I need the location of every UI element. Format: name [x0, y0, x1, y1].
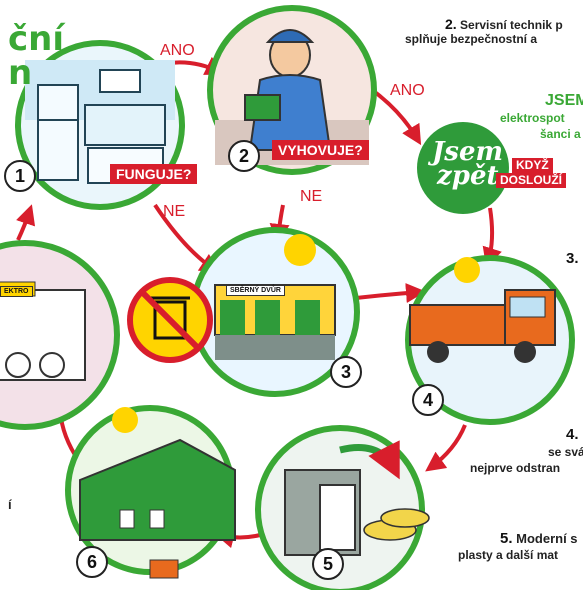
step-5-line1: 5. Moderní s — [500, 530, 578, 547]
step-4-line1: se svá — [548, 445, 583, 459]
arrow-2-to-jsemzpet — [370, 88, 422, 146]
no-dustbin-icon — [127, 277, 213, 363]
step-number-1: 1 — [4, 160, 36, 192]
sberny-dvur-sign: SBĚRNÝ DVŮR — [226, 285, 285, 296]
step-5-line2: plasty a další mat — [458, 548, 559, 562]
dosluzi-flag: DOSLOUŽÍ — [496, 173, 566, 188]
page-title-line2: n — [8, 53, 33, 93]
page-title-line1: ční — [8, 19, 65, 59]
jsem-badge-word1: Jsem — [432, 137, 503, 167]
arrow-left-to-1 — [16, 204, 36, 241]
step-5-line1-text: Moderní s — [516, 531, 578, 546]
electro-shop-circle — [0, 240, 120, 430]
step-4-number-text: 4. — [566, 426, 579, 443]
jsem-badge-word2: zpět — [437, 161, 499, 191]
ne-label-1: NE — [163, 203, 186, 220]
arrow-jsemzpet-to-4 — [482, 207, 502, 268]
step-5-recycling-plant-circle — [255, 425, 430, 590]
step-2-line2: splňuje bezpečnostní a — [405, 32, 538, 46]
arrow-4-to-5 — [425, 424, 467, 472]
funguje-label: FUNGUJE? — [110, 164, 198, 184]
step-2-description: 2. Servisní technik p — [445, 16, 563, 33]
step-2-line1: Servisní technik p — [460, 18, 563, 32]
step-5-number: 5. — [500, 530, 513, 547]
ano-label-1: ANO — [160, 42, 195, 59]
ne-label-2: NE — [300, 188, 323, 205]
step-6-factory-circle — [65, 405, 236, 579]
vyhovuje-label: VYHOVUJE? — [272, 140, 369, 160]
jsem-line2: šanci a — [540, 127, 581, 141]
ano-label-2: ANO — [390, 82, 425, 99]
jsem-heading: JSEM — [545, 92, 583, 109]
step-3-number-text: 3. — [566, 250, 579, 267]
step-number-5: 5 — [312, 548, 344, 580]
left-fragment: í — [8, 497, 12, 512]
step-4-line2: nejprve odstran — [470, 461, 561, 475]
step-2-number: 2. — [445, 16, 457, 32]
step-number-3: 3 — [330, 356, 362, 388]
elektro-sign: EKTRO — [0, 286, 33, 297]
step-3-collection-yard-circle — [190, 227, 360, 397]
step-number-4: 4 — [412, 384, 444, 416]
step-number-6: 6 — [76, 546, 108, 578]
jsem-line1: elektrospot — [500, 111, 565, 125]
kdyz-flag: KDYŽ — [512, 158, 553, 173]
step-number-2: 2 — [228, 140, 260, 172]
step-4-truck-circle — [405, 255, 575, 425]
jsem-zpet-badge — [417, 122, 509, 214]
